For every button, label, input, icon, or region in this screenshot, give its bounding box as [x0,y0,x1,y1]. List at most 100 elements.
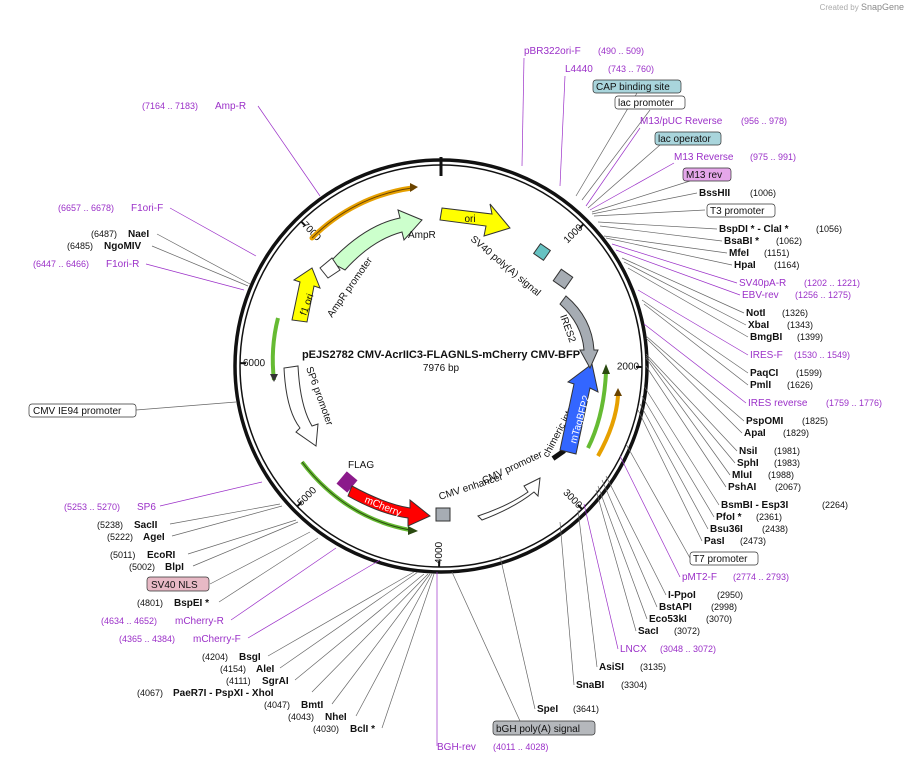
label-xbai: XbaI [748,320,769,331]
pos-spei: (3641) [573,704,599,714]
leader-line [645,355,736,464]
label-nsii: NsiI [739,446,758,457]
pos-bsabi: (1062) [776,236,802,246]
leader-line [627,267,749,338]
tick-label: 4000 [434,541,445,564]
plasmid-length: 7976 bp [423,363,460,374]
pos-bstapi: (2998) [711,602,737,612]
box-t3-promoter [706,203,776,218]
label-f1ori-r: F1ori-R [106,259,139,270]
label-ires-f: IRES-F [750,350,783,361]
label-i-ppoi: I-PpoI [668,590,696,601]
pos-ebv-rev: (1256 .. 1275) [795,290,851,300]
label-bsshii: BssHII [699,188,730,199]
box-lac-operator [654,131,722,146]
box-sv40-nls [146,576,210,592]
leader-line [381,573,435,729]
leader-line [247,559,381,639]
pos-f1ori-r: (6447 .. 6466) [33,259,89,269]
label-ecori: EcoRI [147,550,176,561]
leader-line [603,235,728,254]
pos-agei: (5222) [107,532,133,542]
arc-right-green-head [602,364,610,374]
label-t3-promoter: T3 promoter [710,206,765,217]
leader-line [156,233,251,285]
leader-line [643,385,720,506]
feature-ori-label: ori [464,214,475,225]
label-amp-r: Amp-R [215,101,246,112]
feature-ampr [329,209,423,271]
feature-ampr-label: AmpR [408,230,436,241]
leader-line [209,531,311,585]
leader-line [355,573,433,717]
feature-ori [439,203,511,237]
leader-line [331,573,431,705]
leader-line [587,144,661,209]
label-cap-binding-site: CAP binding site [596,82,670,93]
leader-line [575,92,638,197]
arc-right-orange [596,395,620,457]
pos-paer7i-pspxi-xhoi: (4067) [137,688,163,698]
leader-line [645,365,727,488]
pos-pmli: (1626) [787,380,813,390]
label-pmli: PmlI [750,380,771,391]
pos-pmt2-f: (2774 .. 2793) [733,572,789,582]
pos-bcli: (4030) [313,724,339,734]
leader-line [169,207,257,257]
feature-flag-label: FLAG [348,460,374,471]
feature-gray-small-top [552,268,574,290]
leader-line [591,180,691,213]
leader-line [559,521,575,686]
feature-sv40-polya-label: SV40 poly(A) signal [468,234,542,299]
leader-line [171,505,283,537]
leader-line [597,221,718,230]
arc-bottom-green-inner [301,461,411,531]
label-blpi: BlpI [165,562,184,573]
feature-black-bar [551,448,566,461]
leader-line [187,519,297,555]
label-ebv-rev: EBV-rev [742,290,779,301]
leader-line [643,323,747,404]
leader-line [257,105,321,197]
leader-line [625,443,691,559]
leader-line [135,401,237,411]
feature-teal-small [532,242,552,262]
label-lac-promoter: lac promoter [618,98,674,109]
label-paqci: PaqCI [750,368,779,379]
leader-line [643,303,749,386]
label-sv40-nls: SV40 NLS [151,580,198,591]
leader-lines [135,57,749,746]
label-lncx: LNCX [620,644,647,655]
label-eco53ki: Eco53kI [649,614,687,625]
label-lac-operator: lac operator [658,134,711,145]
label-agei: AgeI [143,532,165,543]
pos-pasi: (2473) [740,536,766,546]
feature-cmv-enhancer [477,477,541,521]
label-f1ori-f: F1ori-F [131,203,163,214]
arc-left-green-head [270,374,278,382]
feature-sp6-promoter [283,365,319,447]
leader-line [641,395,715,518]
label-paer7i-pspxi-xhoi: PaeR7I - PspXI - XhoI [173,688,274,699]
label-pfoi: PfoI * [716,512,742,523]
box-lac-promoter [614,95,686,110]
label-sphi: SphI [737,458,759,469]
label-bcli: BclI * [350,724,375,735]
leader-line [521,57,525,167]
pos-bgh-rev: (4011 .. 4028) [493,742,548,752]
feature-gray-small-bottom [435,507,451,522]
pos-ecori: (5011) [110,550,135,560]
tick-label: 5000 [296,485,320,509]
label-bsgi: BsgI [239,652,261,663]
label-hpai: HpaI [734,260,756,271]
pos-xbai: (1343) [787,320,813,330]
pos-bmti: (4047) [264,700,290,710]
feature-mtagbfp2 [559,363,599,455]
leader-line [593,209,706,217]
leader-line [145,263,245,291]
tick-mark [578,223,585,230]
arc-right-green [586,371,608,449]
label-asisi: AsiSI [599,662,624,673]
leader-line [597,485,648,620]
feature-ires2 [559,295,599,370]
